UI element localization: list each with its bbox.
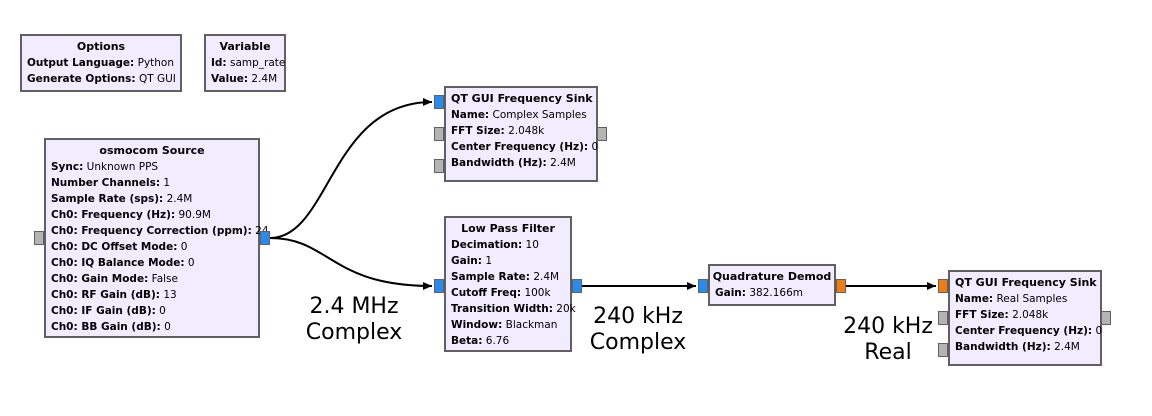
param-decimation: Decimation: 10 <box>451 239 539 251</box>
osmocom-source-block[interactable]: osmocom Source Sync: Unknown PPS Number … <box>44 138 269 338</box>
param-generate-options: Generate Options: QT GUI <box>27 73 176 85</box>
param-ch0-gain-mode: Ch0: Gain Mode: False <box>51 273 178 285</box>
low-pass-filter-block[interactable]: Low Pass Filter Decimation: 10 Gain: 1 S… <box>444 216 576 352</box>
options-block[interactable]: Options Output Language: Python Generate… <box>20 34 182 92</box>
param-ch0-bb-gain: Ch0: BB Gain (dB): 0 <box>51 321 171 333</box>
real-frequency-sink-block[interactable]: QT GUI Frequency Sink Name: Real Samples… <box>948 270 1102 366</box>
param-ch0-frequency-correction: Ch0: Frequency Correction (ppm): 24 <box>51 225 269 237</box>
wire-source-to-low-pass-filter[interactable] <box>269 237 433 290</box>
param-fft-size: FFT Size: 2.048k <box>451 125 545 137</box>
param-bandwidth: Bandwidth (Hz): 2.4M <box>451 157 576 169</box>
complex-sink-message-output-port[interactable] <box>597 127 607 141</box>
param-number-channels: Number Channels: 1 <box>51 177 171 189</box>
param-center-frequency: Center Frequency (Hz): 0 <box>955 325 1103 337</box>
wire-source-to-complex-sink[interactable] <box>269 98 433 239</box>
param-name: Name: Complex Samples <box>451 109 587 121</box>
complex-sink-input-port[interactable] <box>434 95 444 109</box>
filter-output-port[interactable] <box>572 279 582 293</box>
param-transition-width: Transition Width: 20k <box>451 303 576 315</box>
param-ch0-dc-offset-mode: Ch0: DC Offset Mode: 0 <box>51 241 188 253</box>
annotation-line: 2.4 MHz <box>309 294 399 319</box>
variable-block[interactable]: Variable Id: samp_rate Value: 2.4M <box>204 34 286 92</box>
param-bandwidth: Bandwidth (Hz): 2.4M <box>955 341 1080 353</box>
complex-frequency-sink-block[interactable]: QT GUI Frequency Sink Name: Complex Samp… <box>444 86 598 182</box>
param-center-frequency: Center Frequency (Hz): 0 <box>451 141 599 153</box>
param-window: Window: Blackman <box>451 319 558 331</box>
param-ch0-iq-balance-mode: Ch0: IQ Balance Mode: 0 <box>51 257 195 269</box>
demod-rate-annotation: 240 kHz Real <box>826 314 950 366</box>
block-title: QT GUI Frequency Sink <box>955 276 1097 289</box>
filtered-rate-annotation: 240 kHz Complex <box>576 304 700 356</box>
block-title: Quadrature Demod <box>712 270 832 283</box>
annotation-line: 240 kHz <box>593 304 683 329</box>
param-sample-rate: Sample Rate (sps): 2.4M <box>51 193 193 205</box>
annotation-line: 240 kHz <box>843 314 933 339</box>
filter-input-port[interactable] <box>434 279 444 293</box>
block-title: osmocom Source <box>99 144 205 157</box>
annotation-line: Complex <box>589 330 687 355</box>
param-sample-rate: Sample Rate: 2.4M <box>451 271 560 283</box>
param-ch0-frequency: Ch0: Frequency (Hz): 90.9M <box>51 209 211 221</box>
param-ch0-rf-gain: Ch0: RF Gain (dB): 13 <box>51 289 177 301</box>
block-title: Options <box>76 40 126 53</box>
param-ch0-if-gain: Ch0: IF Gain (dB): 0 <box>51 305 166 317</box>
param-name: Name: Real Samples <box>955 293 1068 305</box>
complex-sink-freq-message-port[interactable] <box>434 127 444 141</box>
real-sink-bw-message-port[interactable] <box>938 343 948 357</box>
param-output-language: Output Language: Python <box>27 57 175 69</box>
source-rate-annotation: 2.4 MHz Complex <box>290 294 418 346</box>
param-gain: Gain: 1 <box>451 255 493 267</box>
param-value: Value: 2.4M <box>211 73 278 85</box>
annotation-line: Complex <box>305 320 403 345</box>
param-gain: Gain: 382.166m <box>715 287 803 299</box>
real-sink-freq-message-port[interactable] <box>938 311 948 325</box>
source-message-input-port[interactable] <box>34 231 44 245</box>
param-beta: Beta: 6.76 <box>451 335 510 347</box>
quadrature-demod-block[interactable]: Quadrature Demod Gain: 382.166m <box>708 264 836 306</box>
param-cutoff-freq: Cutoff Freq: 100k <box>451 287 551 299</box>
demod-output-port[interactable] <box>836 279 846 293</box>
param-fft-size: FFT Size: 2.048k <box>955 309 1049 321</box>
complex-sink-bw-message-port[interactable] <box>434 159 444 173</box>
block-title: Variable <box>219 40 271 53</box>
annotation-line: Real <box>864 340 912 365</box>
param-id: Id: samp_rate <box>211 57 286 69</box>
block-title: QT GUI Frequency Sink <box>451 92 593 105</box>
block-title: Low Pass Filter <box>461 222 555 235</box>
source-output-port[interactable] <box>260 231 270 245</box>
param-sync: Sync: Unknown PPS <box>51 161 159 173</box>
demod-input-port[interactable] <box>698 279 708 293</box>
real-sink-input-port[interactable] <box>938 279 948 293</box>
real-sink-message-output-port[interactable] <box>1101 311 1111 325</box>
